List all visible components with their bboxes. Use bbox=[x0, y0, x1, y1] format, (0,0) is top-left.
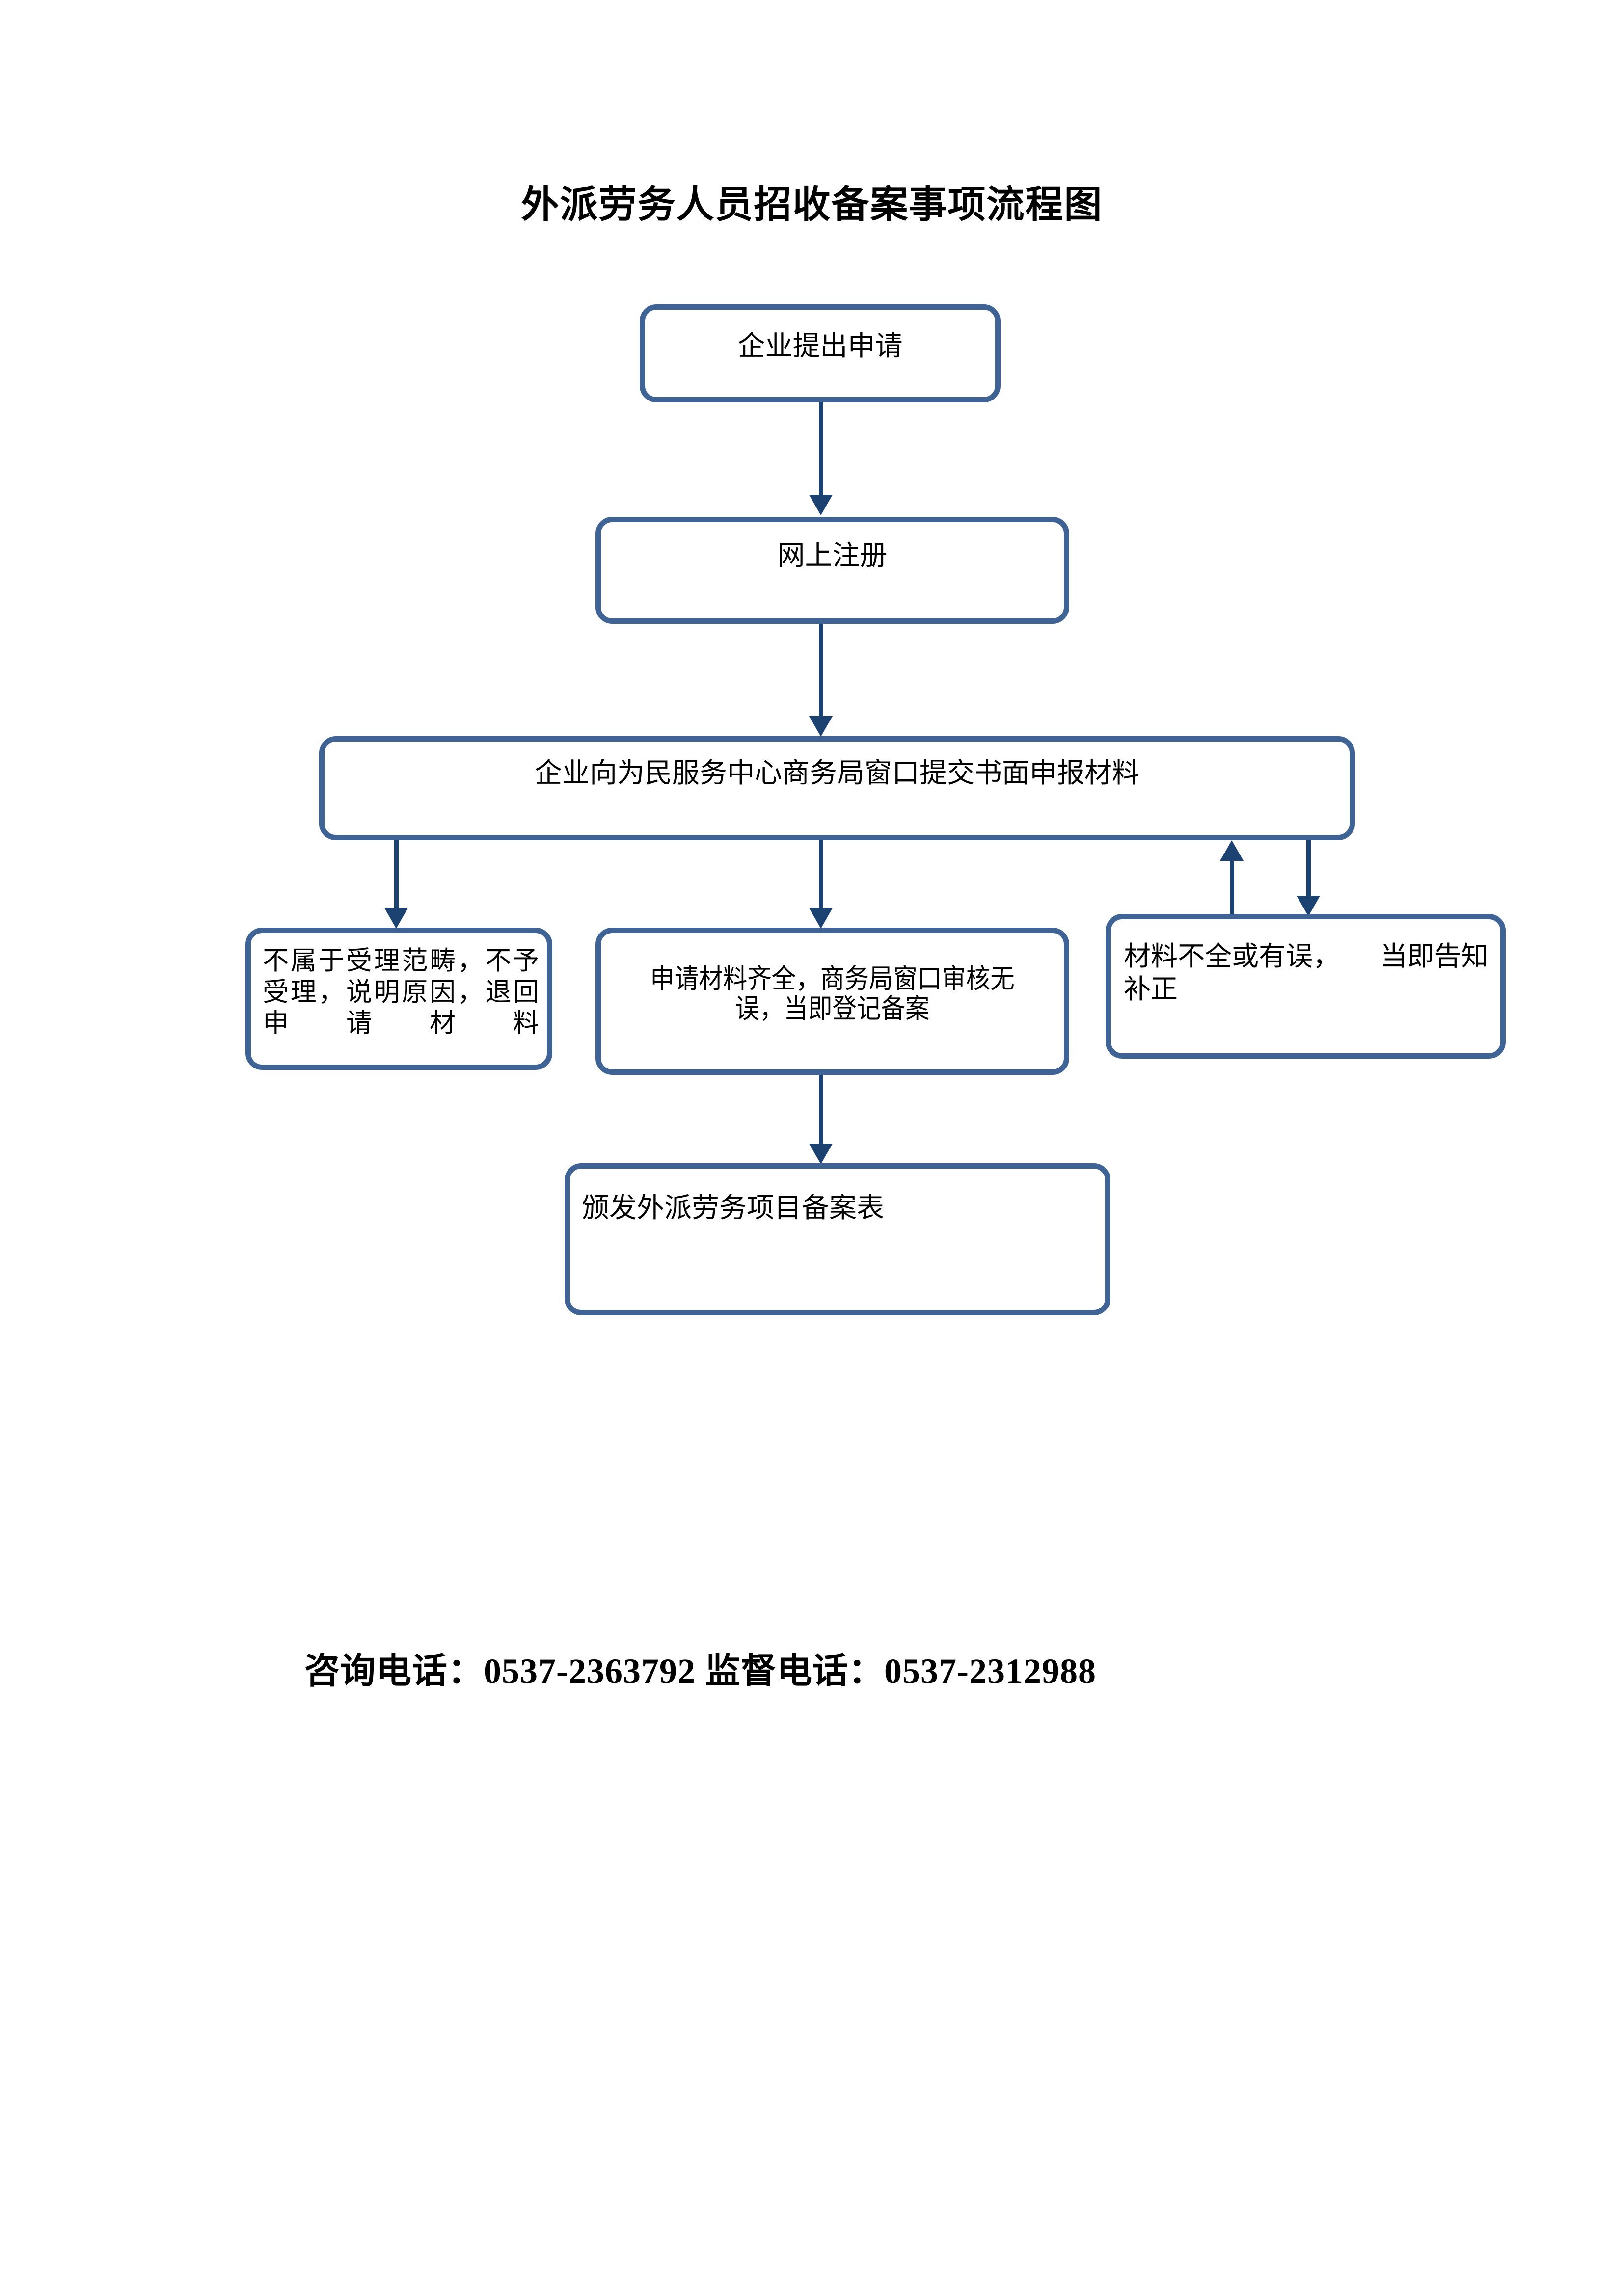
connector-shaft bbox=[394, 840, 399, 909]
flow-node-submit-materials[interactable]: 企业向为民服务中心商务局窗口提交书面申报材料 bbox=[319, 736, 1355, 840]
connector-shaft bbox=[1306, 840, 1311, 898]
flow-node-apply-label: 企业提出申请 bbox=[737, 331, 903, 362]
flow-node-issue-record-form[interactable]: 颁发外派劳务项目备案表 bbox=[565, 1163, 1110, 1315]
arrowhead-down-icon bbox=[384, 908, 408, 929]
page-title: 外派劳务人员招收备案事项流程图 bbox=[521, 184, 1103, 226]
arrowhead-down-icon bbox=[809, 1144, 833, 1164]
flow-node-register-label: 网上注册 bbox=[777, 541, 888, 571]
arrowhead-down-icon bbox=[809, 908, 833, 929]
connector-shaft bbox=[1230, 860, 1234, 916]
arrowhead-down-icon bbox=[809, 495, 833, 515]
flow-node-accept-and-record-label: 申请材料齐全，商务局窗口审核无误，当即登记备案 bbox=[650, 964, 1015, 1024]
connector-shaft bbox=[819, 1075, 823, 1145]
flow-node-accept-and-record[interactable]: 申请材料齐全，商务局窗口审核无误，当即登记备案 bbox=[595, 928, 1069, 1075]
flow-node-apply[interactable]: 企业提出申请 bbox=[640, 304, 1001, 402]
flow-node-register[interactable]: 网上注册 bbox=[595, 517, 1069, 624]
connector-shaft bbox=[819, 402, 823, 496]
flow-node-issue-record-form-label: 颁发外派劳务项目备案表 bbox=[582, 1193, 884, 1224]
arrowhead-down-icon bbox=[1297, 896, 1320, 916]
arrowhead-up-icon bbox=[1220, 840, 1244, 861]
flow-node-supplement-notice[interactable]: 材料不全或有误， 当即告知补正 bbox=[1106, 914, 1506, 1059]
contact-info: 咨询电话：0537-2363792 监督电话：0537-2312988 bbox=[304, 1652, 1096, 1691]
flow-node-reject[interactable]: 不属于受理范畴，不予受理，说明原因，退回申请材料 bbox=[245, 928, 552, 1070]
flow-node-reject-label: 不属于受理范畴，不予受理，说明原因，退回申请材料 bbox=[263, 947, 539, 1038]
connector-shaft bbox=[819, 624, 823, 717]
connector-shaft bbox=[819, 840, 823, 909]
arrowhead-down-icon bbox=[809, 716, 833, 737]
flow-node-supplement-notice-label: 材料不全或有误， 当即告知补正 bbox=[1124, 941, 1489, 1005]
flow-node-submit-materials-label: 企业向为民服务中心商务局窗口提交书面申报材料 bbox=[535, 758, 1139, 789]
